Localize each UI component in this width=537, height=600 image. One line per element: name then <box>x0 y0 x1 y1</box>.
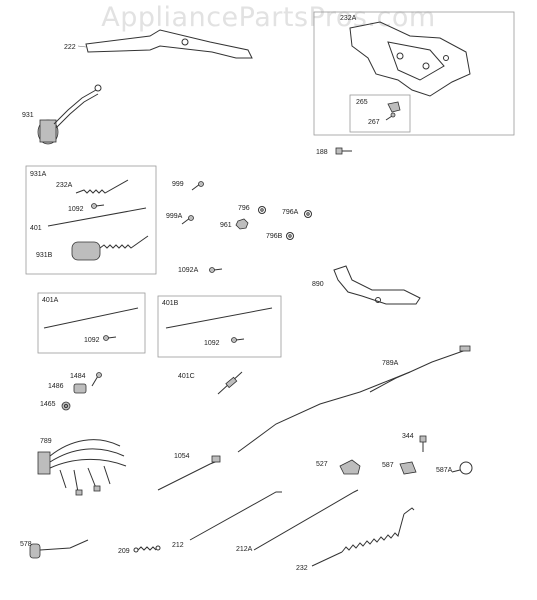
part-1486-spacer[interactable] <box>73 383 87 394</box>
label-796: 796 <box>238 205 250 212</box>
label-931: 931 <box>22 112 34 119</box>
label-222: 222 <box>64 44 76 51</box>
part-401a-link[interactable] <box>43 307 139 329</box>
part-212a-link[interactable] <box>253 489 359 551</box>
part-232a-spring[interactable] <box>75 179 129 194</box>
label-587a: 587A <box>436 467 453 474</box>
label-796a: 796A <box>282 209 299 216</box>
part-931-solenoid[interactable] <box>37 84 102 145</box>
label-1484: 1484 <box>70 373 86 380</box>
label-1486: 1486 <box>48 383 64 390</box>
label-789: 789 <box>40 438 52 445</box>
part-1465-nut[interactable] <box>61 401 71 411</box>
part-232a-control-assembly[interactable] <box>349 21 471 97</box>
label-796b: 796B <box>266 233 283 240</box>
part-344-screw[interactable] <box>419 435 427 452</box>
label-1465: 1465 <box>40 401 56 408</box>
label-401a-box: 401A <box>42 297 59 304</box>
part-401b-link[interactable] <box>165 307 273 329</box>
label-401b-box: 401B <box>162 300 179 307</box>
label-1092-a: 1092 <box>68 206 84 213</box>
label-232a-top: 232A <box>340 15 357 22</box>
label-587: 587 <box>382 462 394 469</box>
label-1092a: 1092A <box>178 267 199 274</box>
group-box-265 <box>349 94 411 133</box>
part-1092a-clip[interactable] <box>209 267 223 273</box>
group-box-401a <box>37 292 146 354</box>
group-box-401b <box>157 295 282 358</box>
part-789a-cable[interactable] <box>237 345 471 453</box>
label-789a: 789A <box>382 360 399 367</box>
label-265: 265 <box>356 99 368 106</box>
label-931a-box: 931A <box>30 171 47 178</box>
part-1092-clip-b[interactable] <box>103 335 117 341</box>
part-232-spring[interactable] <box>311 507 415 567</box>
part-931b-solenoid[interactable] <box>71 235 149 261</box>
label-188: 188 <box>316 149 328 156</box>
part-1092-clip-a[interactable] <box>91 203 105 209</box>
part-401c-link[interactable] <box>217 371 243 395</box>
label-212: 212 <box>172 542 184 549</box>
part-999-screw[interactable] <box>191 181 204 191</box>
label-209: 209 <box>118 548 130 555</box>
label-931b: 931B <box>36 252 53 259</box>
label-961: 961 <box>220 222 232 229</box>
part-999a-screw[interactable] <box>181 215 194 225</box>
watermark-text: AppliancePartsPros.com <box>101 2 436 33</box>
label-232a: 232A <box>56 182 73 189</box>
label-232: 232 <box>296 565 308 572</box>
part-222-bracket[interactable] <box>77 29 253 59</box>
part-188-bolt[interactable] <box>335 147 352 155</box>
part-401-link[interactable] <box>47 207 147 227</box>
part-890-bracket[interactable] <box>333 265 421 305</box>
label-401: 401 <box>30 225 42 232</box>
part-961-nut[interactable] <box>235 218 249 230</box>
part-587-clip[interactable] <box>399 461 417 475</box>
label-999a: 999A <box>166 213 183 220</box>
label-578: 578 <box>20 541 32 548</box>
label-1092-c: 1092 <box>204 340 220 347</box>
part-1054-cable-tie[interactable] <box>157 455 221 491</box>
part-209-spring[interactable] <box>133 545 161 553</box>
group-box-931a <box>25 165 157 275</box>
part-1092-clip-c[interactable] <box>231 337 245 343</box>
part-527-clamp[interactable] <box>339 459 361 475</box>
label-1092-b: 1092 <box>84 337 100 344</box>
label-267: 267 <box>368 119 380 126</box>
part-1484-bolt[interactable] <box>91 372 102 387</box>
part-267-screw[interactable] <box>385 112 396 121</box>
part-212-link[interactable] <box>189 491 282 541</box>
part-587a-clamp[interactable] <box>451 461 473 475</box>
label-1054: 1054 <box>174 453 190 460</box>
label-212a: 212A <box>236 546 253 553</box>
part-789-wire-harness[interactable] <box>37 439 127 496</box>
part-796a-washer[interactable] <box>304 210 312 218</box>
part-796b-washer[interactable] <box>286 232 294 240</box>
label-401c: 401C <box>178 373 195 380</box>
group-box-232a <box>313 11 515 136</box>
part-265-clip[interactable] <box>387 101 401 113</box>
label-527: 527 <box>316 461 328 468</box>
part-796-washer[interactable] <box>258 206 266 214</box>
part-578-knob[interactable] <box>29 539 89 559</box>
label-890: 890 <box>312 281 324 288</box>
label-344: 344 <box>402 433 414 440</box>
label-999: 999 <box>172 181 184 188</box>
